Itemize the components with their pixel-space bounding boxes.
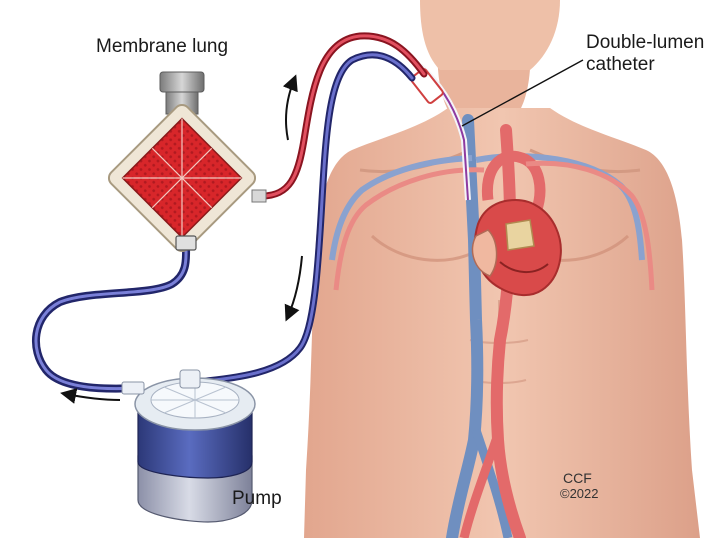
membrane-lung-label: Membrane lung — [96, 36, 229, 57]
catheter-label-line2: catheter — [586, 54, 655, 75]
heart-ventricle — [499, 261, 549, 273]
deoxygenated-tube-highlight — [194, 53, 414, 384]
vessels — [329, 114, 655, 538]
credit-label: CCF — [563, 470, 592, 486]
aortic-arch — [481, 150, 546, 214]
catheter-label-line1: Double-lumen — [586, 32, 705, 53]
vena-cava — [446, 114, 484, 538]
pump-cap-ribs — [151, 382, 239, 418]
lung-top-cap — [159, 71, 205, 93]
catheter-leader-line — [461, 59, 584, 127]
aorta — [490, 124, 526, 538]
head — [420, 0, 560, 70]
lung-outlet-port — [251, 189, 267, 203]
flow-arrow-down — [284, 255, 303, 322]
iliac-vein — [471, 428, 513, 538]
subclavian-artery-right — [525, 160, 655, 291]
heart-valve — [505, 219, 535, 251]
pump — [121, 369, 256, 523]
oxygenated-tube-highlight — [260, 34, 426, 198]
pump-label: Pump — [232, 488, 282, 509]
pump-inlet-connector — [179, 369, 201, 389]
catheter-hub — [410, 68, 444, 104]
copyright-label: ©2022 — [560, 486, 599, 501]
lung-inlet-port — [175, 235, 197, 251]
flow-arrow-up — [282, 74, 298, 141]
pump-to-lung-tube — [31, 242, 191, 393]
subclavian-artery-left — [333, 167, 485, 291]
tubing — [31, 32, 428, 393]
iliac-artery — [459, 438, 501, 538]
flow-arrow-left — [60, 388, 121, 404]
heart-atrium — [471, 229, 498, 277]
pump-to-lung-tube-highlight — [34, 244, 188, 391]
subclavian-vein-left — [329, 155, 473, 261]
pump-outlet-connector — [121, 381, 145, 395]
membrane-lung — [107, 71, 267, 253]
lung-grid — [151, 147, 213, 209]
flow-arrows — [60, 74, 303, 404]
heart — [471, 198, 562, 296]
